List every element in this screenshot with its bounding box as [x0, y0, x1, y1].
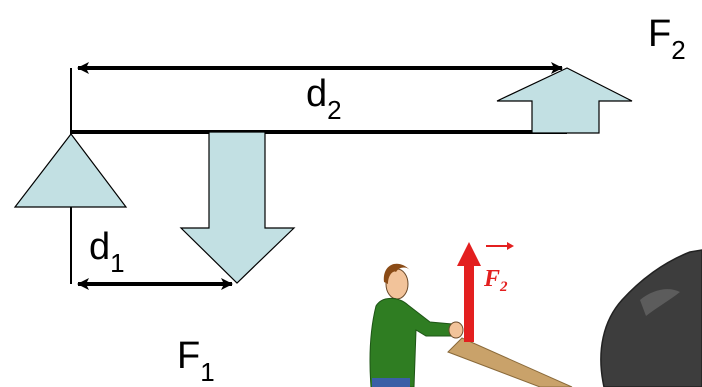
lever-plank	[447, 337, 573, 387]
rock-icon	[600, 249, 702, 387]
rock-highlight	[640, 289, 680, 316]
load-arrow-down-icon	[179, 131, 296, 284]
person-shirt	[369, 297, 453, 387]
person-legs	[372, 378, 410, 387]
person-hand	[448, 321, 464, 339]
label-f1: F1	[177, 335, 215, 387]
vector-over-arrow-head	[507, 242, 514, 250]
person-pushing-lever-icon: F2	[369, 242, 573, 387]
force-vector-head	[457, 242, 481, 266]
effort-arrow-up-icon	[496, 67, 633, 134]
person-hair	[383, 263, 410, 284]
force-vector-shaft	[464, 262, 474, 342]
label-vector-f2: F2	[483, 266, 508, 295]
fulcrum-triangle-icon	[13, 133, 128, 208]
label-d2: d2	[306, 73, 342, 125]
label-f2: F2	[648, 13, 686, 65]
label-d1: d1	[89, 226, 125, 278]
